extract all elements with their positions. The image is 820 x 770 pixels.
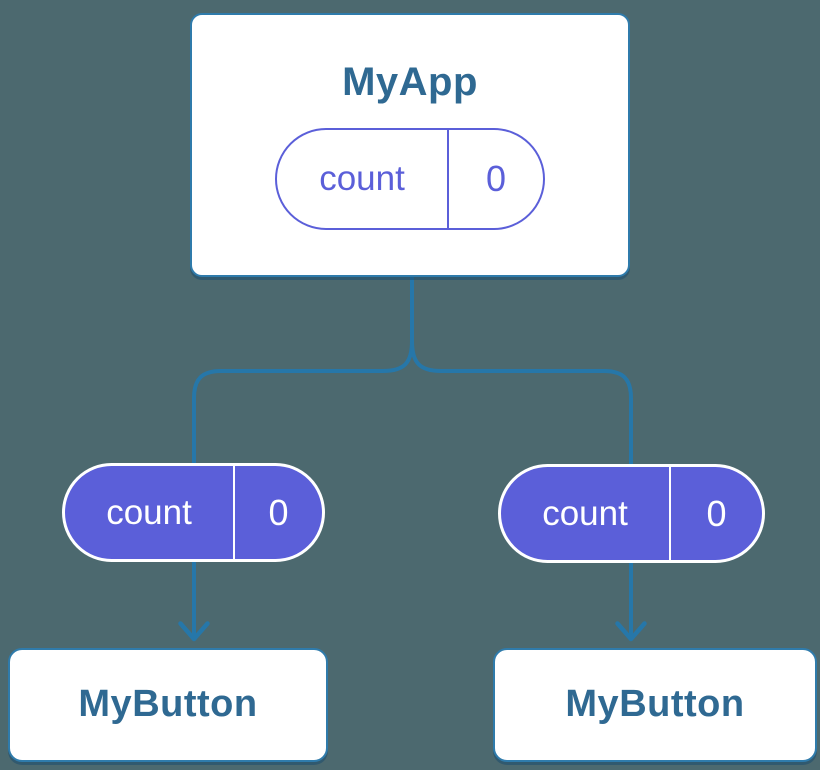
child-component-card: MyButton [493,648,817,762]
parent-state-pill: count 0 [275,128,545,230]
arrow-down-icon [615,621,647,642]
prop-name-label: count [501,467,671,560]
state-value-label: 0 [485,158,507,199]
child-prop-pill: count 0 [62,463,325,562]
arrow-down-icon [178,621,210,642]
parent-component-title: MyApp [342,60,478,104]
prop-value-label: 0 [706,492,727,534]
child-prop-pill: count 0 [498,464,765,563]
child-component-title: MyButton [565,683,745,726]
branch-line-right [410,272,633,637]
prop-value-label: 0 [268,491,289,533]
child-component-card: MyButton [8,648,328,762]
state-name-label: count [277,130,449,228]
parent-component-card: MyApp count 0 [190,13,630,277]
child-component-title: MyButton [78,683,258,726]
prop-name-label: count [65,466,235,559]
branch-line-left [192,272,414,637]
